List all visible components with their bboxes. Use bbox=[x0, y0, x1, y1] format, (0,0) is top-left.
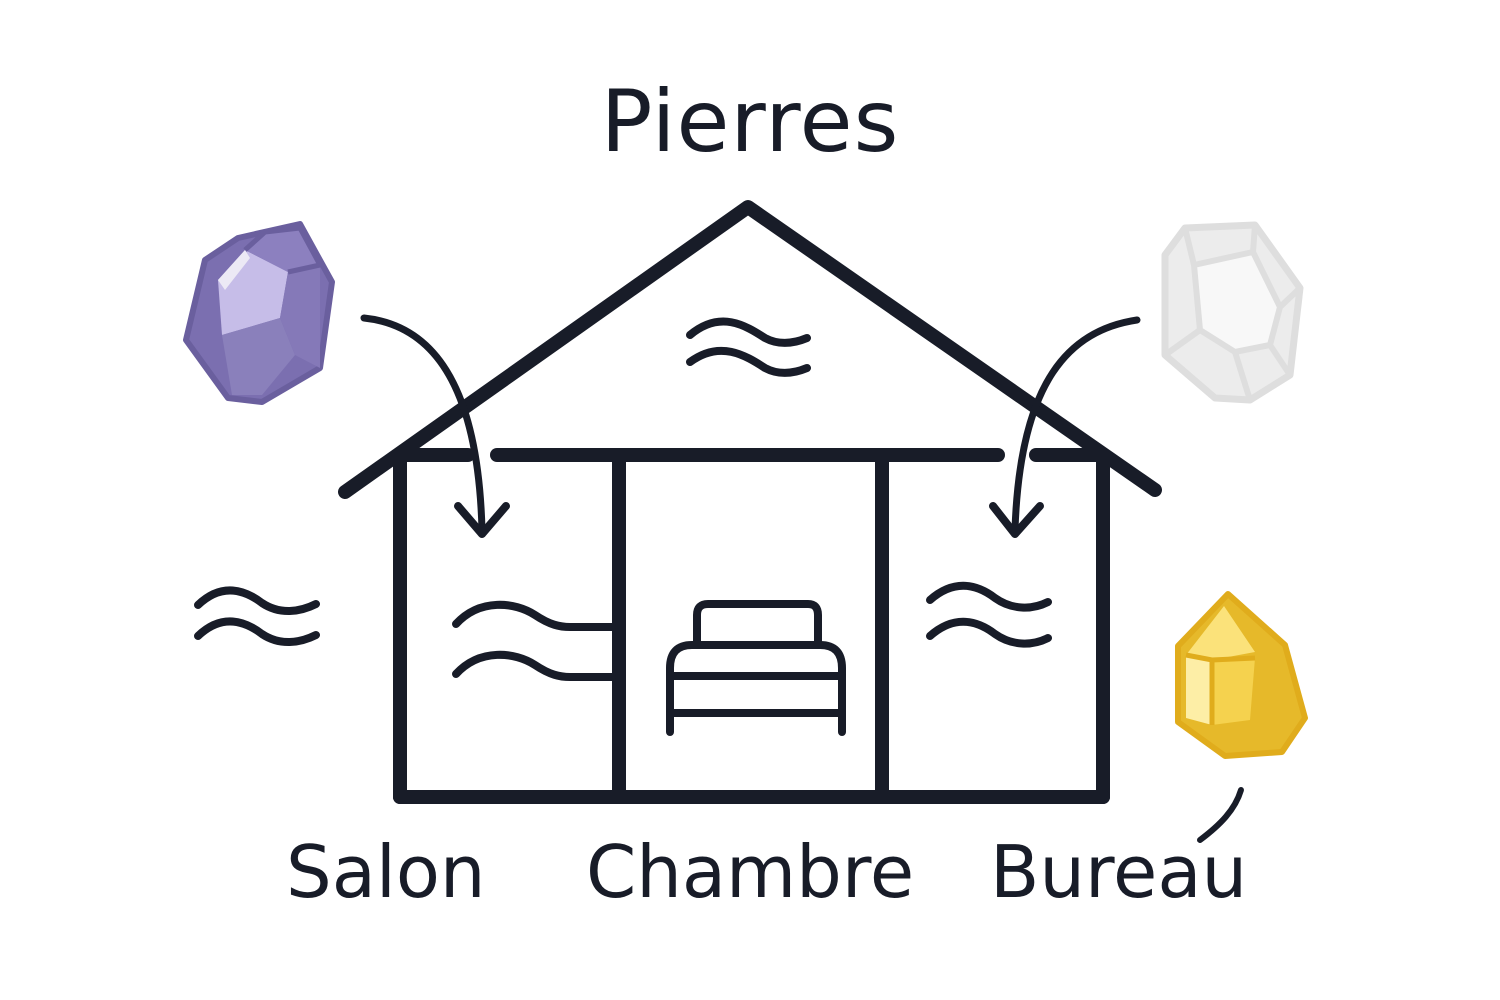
room-label-bureau: Bureau bbox=[990, 830, 1248, 914]
room-label-chambre: Chambre bbox=[586, 830, 915, 914]
arrow-amethyst-to-salon bbox=[360, 314, 510, 538]
arrow-quartz-to-bureau bbox=[989, 316, 1141, 538]
energy-wave-attic bbox=[686, 317, 811, 377]
room-label-salon: Salon bbox=[286, 830, 486, 914]
amethyst-stone-icon bbox=[183, 221, 335, 405]
house-walls bbox=[393, 448, 1110, 804]
energy-wave-salon bbox=[452, 600, 616, 681]
bed-icon bbox=[666, 600, 846, 736]
energy-wave-outside bbox=[194, 586, 320, 646]
diagram-title: Pierres bbox=[600, 72, 900, 172]
clear-quartz-stone-icon bbox=[1161, 221, 1304, 404]
roof bbox=[338, 200, 1162, 499]
energy-wave-bureau bbox=[926, 581, 1052, 648]
line-citrine bbox=[1197, 787, 1244, 843]
citrine-stone-icon bbox=[1175, 591, 1308, 759]
